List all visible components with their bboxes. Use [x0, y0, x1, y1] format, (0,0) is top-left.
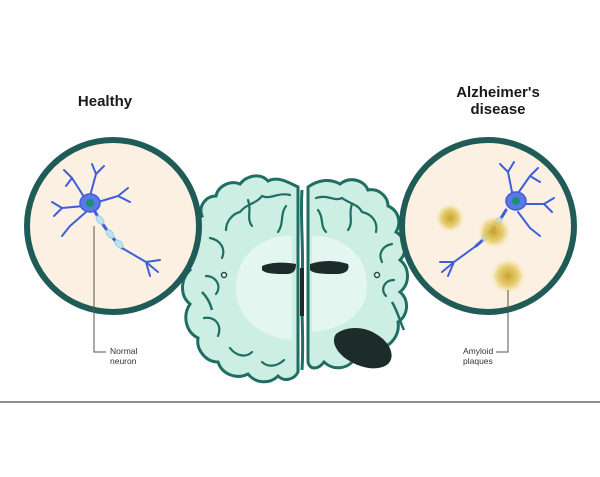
enlarged-ventricle [333, 328, 392, 369]
right-fissure [390, 301, 406, 331]
healthy-neuron-circle [24, 137, 202, 315]
plaque-2 [478, 216, 510, 248]
left-white-matter [235, 235, 292, 340]
healthy-myelin [95, 215, 124, 249]
healthy-nucleus [86, 199, 94, 207]
alzheimers-title-line1: Alzheimer's [456, 84, 540, 101]
normal-neuron-leader [93, 226, 106, 353]
amyloid-plaques-leader [496, 290, 509, 353]
amyloid-plaques [436, 204, 525, 293]
left-marker-dot [220, 271, 228, 279]
amyloid-plaques-label-line2: plaques [463, 356, 493, 366]
left-ventricle [262, 262, 296, 274]
right-gyri [314, 195, 396, 298]
alzheimer-neuron-circle [399, 137, 577, 315]
left-gyri [202, 193, 292, 367]
normal-neuron-label-line1: Normal [110, 346, 138, 356]
right-marker-dot [373, 271, 381, 279]
left-fissure [201, 291, 214, 311]
healthy-title: Healthy [77, 93, 133, 110]
right-white-matter [312, 235, 367, 332]
alzheimer-nucleus [512, 197, 520, 205]
plaque-1 [436, 204, 464, 232]
amyloid-plaques-label-line1: Amyloid [463, 346, 494, 356]
brain-coronal-section [181, 174, 409, 384]
plaque-3 [491, 259, 525, 293]
third-ventricle [300, 268, 304, 316]
normal-neuron-label-line2: neuron [110, 356, 137, 366]
right-ventricle [310, 261, 349, 274]
alzheimers-title-line2: disease [470, 101, 526, 118]
